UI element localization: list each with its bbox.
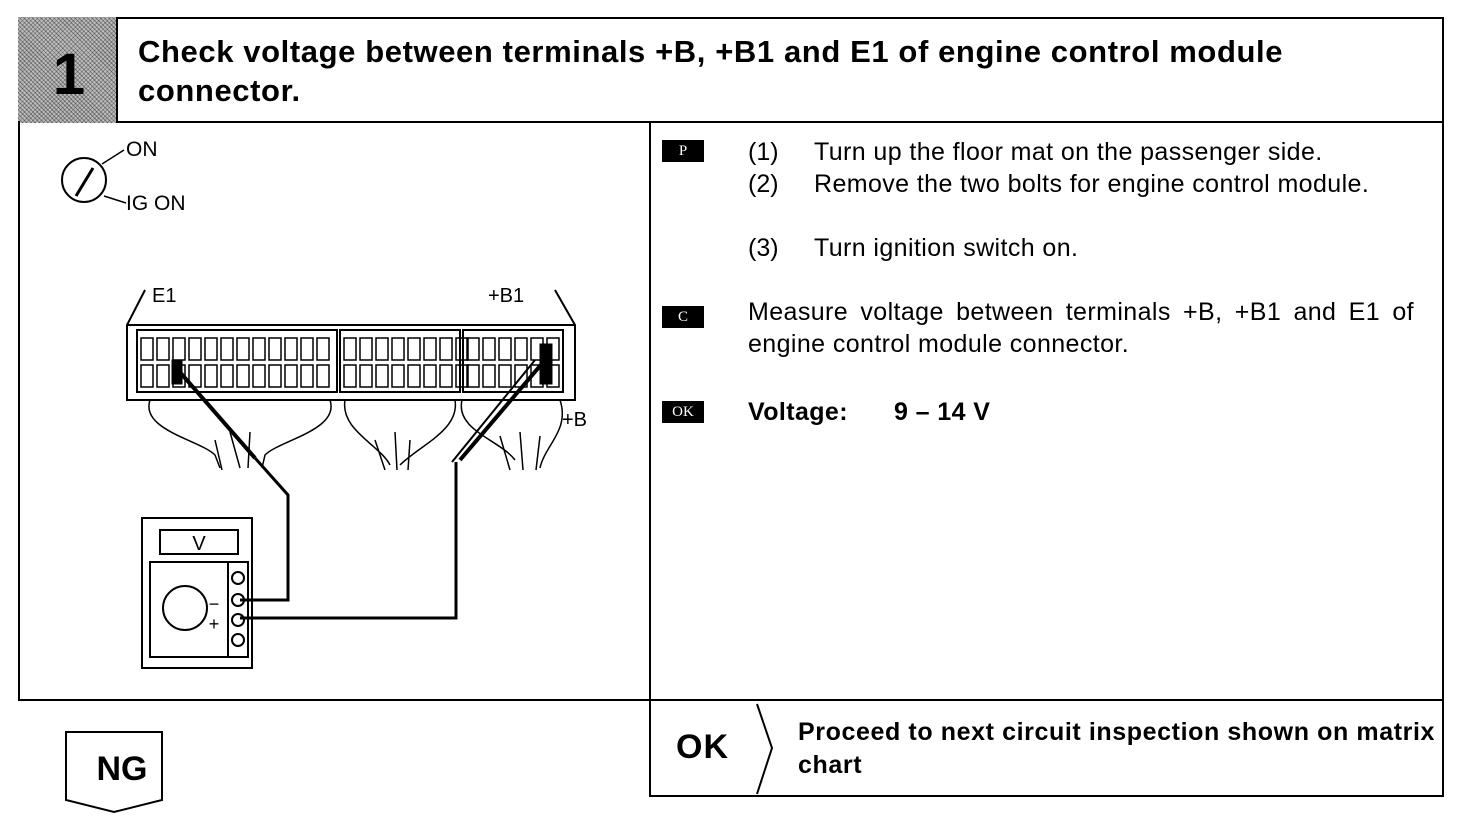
connector-pin <box>204 364 218 388</box>
connector-pin <box>300 337 314 361</box>
connector-pin <box>359 337 373 361</box>
connector-pin <box>268 337 282 361</box>
connector-pin <box>220 364 234 388</box>
connector-pin <box>514 337 528 361</box>
connector-pin <box>284 337 298 361</box>
connector-pin <box>455 337 469 361</box>
connector-pin <box>140 337 154 361</box>
step-badge <box>18 17 118 123</box>
prep-step-1-text: Turn up the floor mat on the passenger s… <box>814 138 1323 166</box>
connector-pin <box>204 337 218 361</box>
connector-pin <box>343 337 357 361</box>
voltmeter-icon <box>141 517 253 669</box>
connector-pin <box>316 337 330 361</box>
connector-pin <box>482 364 496 388</box>
connector-pin <box>284 364 298 388</box>
check-tag: C <box>662 306 704 328</box>
connector-pin <box>252 364 266 388</box>
ng-result-label: NG <box>96 750 148 788</box>
connector-pin <box>423 364 437 388</box>
prep-step-2-num: (2) <box>748 170 779 198</box>
connector-pin <box>140 364 154 388</box>
connector-pin <box>343 364 357 388</box>
connector-pin <box>466 364 480 388</box>
connector-pin <box>172 337 186 361</box>
connector-pin <box>316 364 330 388</box>
connector-pin <box>498 364 512 388</box>
connector-pin <box>188 337 202 361</box>
ok-result-label: OK <box>676 728 729 766</box>
connector-pin <box>268 364 282 388</box>
connector-pin <box>482 337 496 361</box>
connector-pin <box>220 337 234 361</box>
connector-pin <box>359 364 373 388</box>
connector-pin <box>236 364 250 388</box>
connector-pin <box>407 337 421 361</box>
ng-arrow-box <box>65 731 163 814</box>
connector-pin <box>466 337 480 361</box>
terminal-b-label: +B <box>562 409 587 431</box>
ok-result-box <box>649 699 1444 797</box>
instruction-panel <box>649 121 1444 701</box>
switch-ig-on-label: IG ON <box>126 192 186 215</box>
connector-pin <box>423 337 437 361</box>
ecm-connector <box>126 289 576 401</box>
connector-pin <box>498 337 512 361</box>
connector-pin <box>236 337 250 361</box>
ok-result-text: Proceed to next circuit inspection shown… <box>798 718 1436 779</box>
connector-pin <box>375 364 389 388</box>
connector-pin <box>156 337 170 361</box>
diagram-panel <box>18 121 651 701</box>
prep-step-1-num: (1) <box>748 138 779 166</box>
step-number: 1 <box>52 42 85 107</box>
step-title: Check voltage between terminals +B, +B1 … <box>138 34 1284 108</box>
connector-pin <box>455 364 469 388</box>
terminal-b1-label: +B1 <box>488 285 524 307</box>
connector-pin <box>407 364 421 388</box>
connector-pin <box>252 337 266 361</box>
ok-spec-tag: OK <box>662 401 704 423</box>
prep-step-2-text: Remove the two bolts for engine control … <box>814 170 1370 198</box>
ok-arrow-divider <box>756 703 774 795</box>
prep-step-3-text: Turn ignition switch on. <box>814 234 1079 262</box>
connector-pin <box>391 337 405 361</box>
connector-pin <box>375 337 389 361</box>
connector-pin <box>156 364 170 388</box>
connector-pin <box>439 337 453 361</box>
switch-on-label: ON <box>126 138 158 161</box>
connector-pin <box>439 364 453 388</box>
preparation-tag: P <box>662 140 704 162</box>
ok-spec-value: 9 – 14 V <box>894 398 991 426</box>
connector-pins <box>140 337 560 388</box>
connector-pin <box>300 364 314 388</box>
voltmeter-label: V <box>192 533 206 555</box>
voltmeter-plus: + <box>209 614 220 634</box>
ok-spec-label: Voltage: <box>748 398 848 426</box>
check-text: Measure voltage between terminals +B, +B… <box>748 298 1414 358</box>
connector-pin <box>391 364 405 388</box>
prep-step-3-num: (3) <box>748 234 779 262</box>
ignition-switch-icon <box>61 149 127 204</box>
terminal-e1-label: E1 <box>152 285 176 307</box>
test-probes <box>171 343 553 620</box>
voltmeter-minus: − <box>209 594 220 614</box>
